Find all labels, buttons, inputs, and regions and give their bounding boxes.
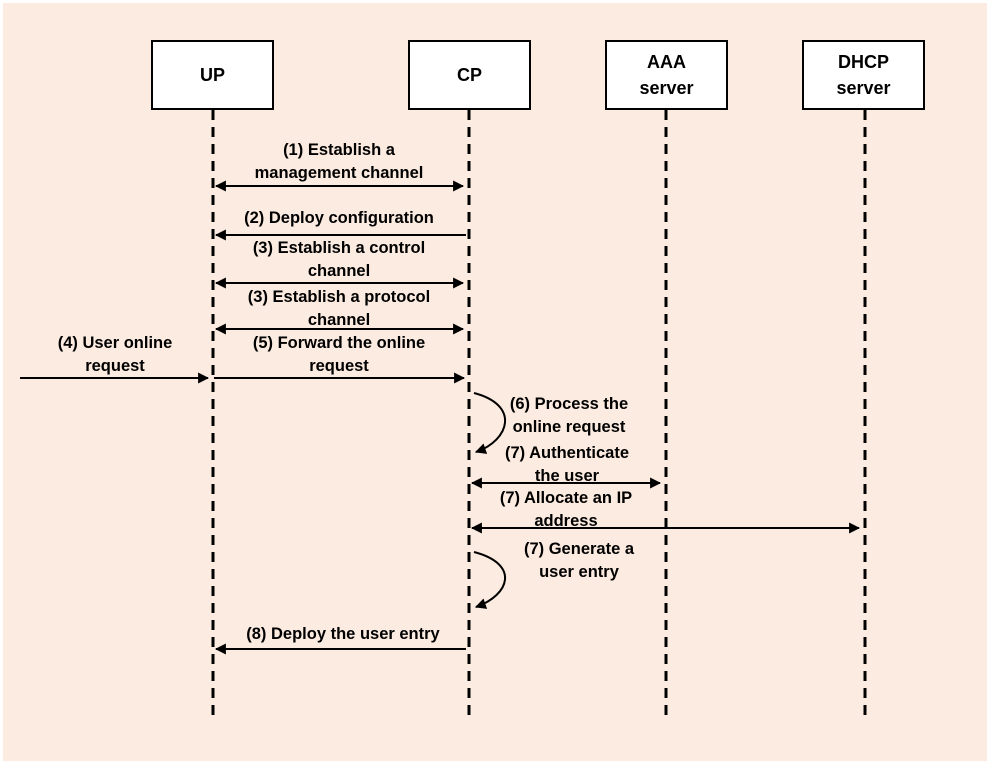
label-forward-online-request: (5) Forward the online request xyxy=(252,334,426,375)
arrow-process-online-request xyxy=(473,392,507,454)
arrow-generate-user-entry xyxy=(473,551,507,609)
label-establish-management-channel: (1) Establish a management channel xyxy=(254,141,424,182)
label-generate-user-entry: (7) Generate a user entry xyxy=(523,540,635,581)
label-authenticate-user: (7) Authenticate the user xyxy=(504,444,630,485)
participant-dhcp-server: DHCP server xyxy=(802,40,925,110)
label-user-online-request: (4) User online request xyxy=(57,334,173,375)
label-process-online-request: (6) Process the online request xyxy=(509,395,629,436)
participant-cp: CP xyxy=(408,40,531,110)
participant-aaa-server: AAA server xyxy=(605,40,728,110)
diagram-background xyxy=(3,3,987,761)
label-allocate-ip-address: (7) Allocate an IP address xyxy=(499,489,633,530)
label-establish-control-channel: (3) Establish a control channel xyxy=(252,239,426,280)
label-establish-protocol-channel: (3) Establish a protocol channel xyxy=(247,288,431,329)
label-deploy-user-entry: (8) Deploy the user entry xyxy=(246,625,440,643)
participant-up: UP xyxy=(151,40,274,110)
label-deploy-configuration: (2) Deploy configuration xyxy=(244,209,434,227)
